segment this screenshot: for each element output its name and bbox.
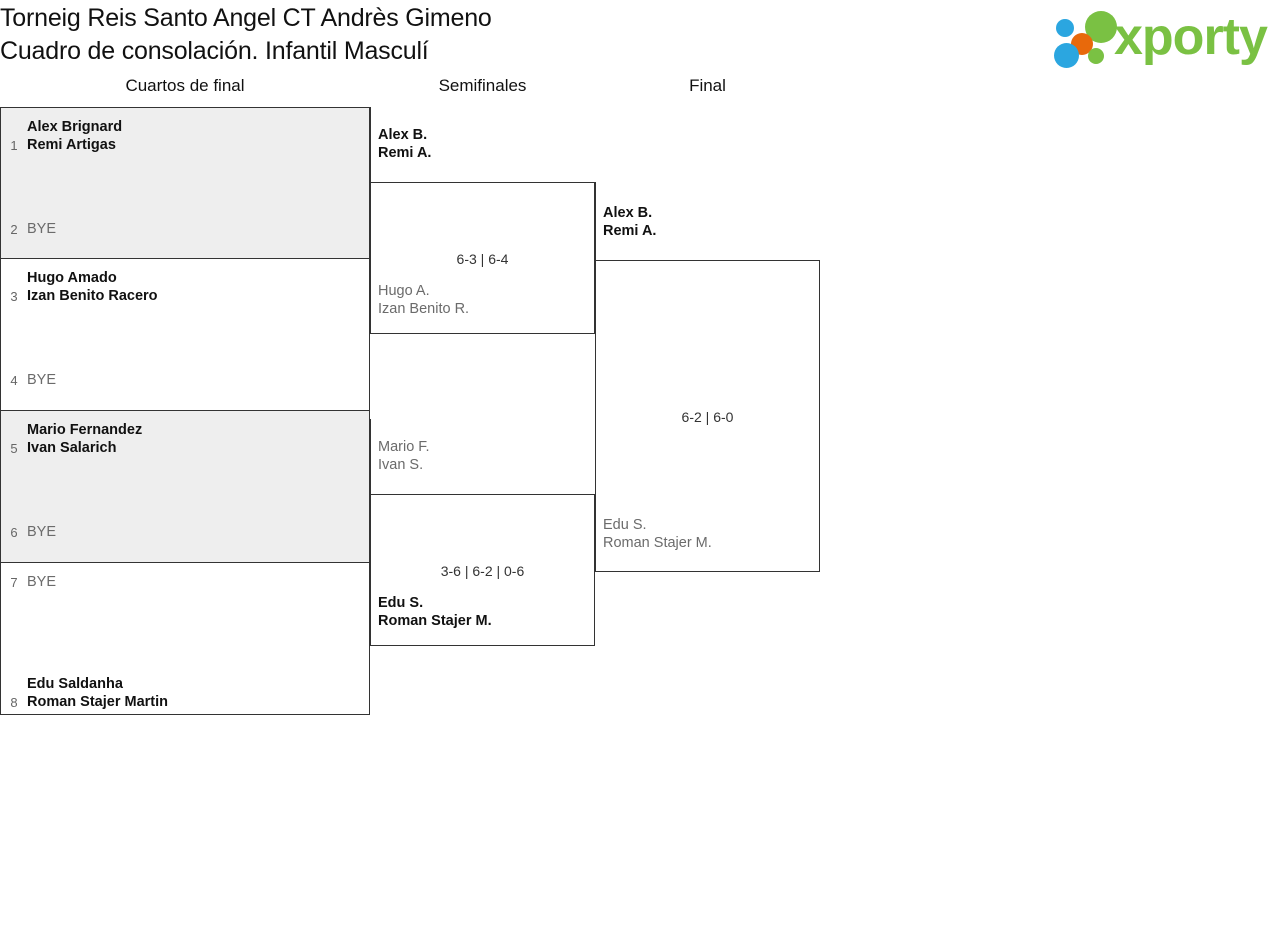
bracket-slot[interactable]: Edu S. Roman Stajer M. [378,594,492,630]
seed-number: 2 [10,222,18,237]
participant-name: Alex B. [378,127,428,143]
seed-number: 7 [10,575,18,590]
participant-name: Izan Benito R. [378,301,470,317]
page-title: Torneig Reis Santo Angel CT Andrès Gimen… [0,2,492,68]
participant-names: Alex B. Remi A. [378,126,431,162]
participant-names: Edu S. Roman Stajer M. [378,594,492,630]
xporty-logo[interactable]: xporty [1048,6,1274,68]
participant-name: Ivan S. [378,457,424,473]
participant-name: Remi A. [603,223,657,239]
seed-number: 5 [10,441,18,456]
participant-name: Alex Brignard [27,119,123,135]
participant-name: Izan Benito Racero [27,288,158,304]
participant-name: Roman Stajer Martin [27,694,168,710]
logo-dot-blue-small-icon [1056,19,1074,37]
logo-dot-blue-large-icon [1054,43,1079,68]
bracket-slot[interactable]: Edu S. Roman Stajer M. [603,516,712,552]
tournament-name: Torneig Reis Santo Angel CT Andrès Gimen… [0,4,492,32]
participant-name: Roman Stajer M. [603,535,712,551]
semifinal-match[interactable]: 6-3 | 6-4 [370,182,595,334]
participant-name: Alex B. [603,205,653,221]
match-score: 3-6 | 6-2 | 0-6 [440,563,525,579]
bracket-connector [370,419,371,495]
logo-dots-icon [1054,10,1120,68]
final-match[interactable]: 6-2 | 6-0 [595,260,820,572]
page-header: Torneig Reis Santo Angel CT Andrès Gimen… [0,0,1280,75]
bracket-slot[interactable]: 2 BYE [1,220,369,238]
participant-names: Mario F. Ivan S. [378,438,430,474]
participant-name: Remi Artigas [27,137,116,153]
participant-names: Edu S. Roman Stajer M. [603,516,712,552]
seed-number: 8 [10,695,18,710]
seed-number: 3 [10,289,18,304]
semifinal-match[interactable]: 3-6 | 6-2 | 0-6 [370,494,595,646]
participant-name: Remi A. [378,145,432,161]
bracket-slot[interactable]: Alex B. Remi A. [603,204,656,240]
bracket-slot[interactable]: Mario F. Ivan S. [378,438,430,474]
participant-name: Ivan Salarich [27,440,117,456]
logo-dot-green-small-icon [1088,48,1104,64]
bracket-slot[interactable]: 6 BYE [1,523,369,541]
participant-name: Edu S. [378,595,424,611]
bracket-slot[interactable]: 4 BYE [1,371,369,389]
bye-label: BYE [27,524,57,540]
bye-label: BYE [27,221,57,237]
participant-name: Mario F. [378,439,430,455]
bracket-connector [370,107,371,183]
bracket-slot[interactable]: 7 BYE [1,573,369,591]
round-header-semifinals: Semifinales [438,76,527,95]
participant-name: Hugo A. [378,283,430,299]
match-score: 6-3 | 6-4 [456,251,509,267]
draw-subtitle: Cuadro de consolación. Infantil Masculí [0,37,429,65]
logo-wordmark: xporty [1114,8,1268,66]
participant-name: Mario Fernandez [27,422,143,438]
bye-label: BYE [27,574,57,590]
participant-name: Edu S. [603,517,647,533]
seed-number: 4 [10,373,18,388]
bracket-slot[interactable]: Alex B. Remi A. [378,126,431,162]
seed-number: 1 [10,138,18,153]
round-header-row: Cuartos de final Semifinales Final [0,75,1280,107]
participant-name: Hugo Amado [27,270,117,286]
round-header-quarterfinals: Cuartos de final [125,76,245,95]
bye-label: BYE [27,372,57,388]
participant-name: Roman Stajer M. [378,613,492,629]
participant-names: Alex B. Remi A. [603,204,656,240]
bracket-connector [595,182,596,261]
participant-name: Edu Saldanha [27,676,123,692]
round-header-final: Final [689,76,726,95]
seed-number: 6 [10,525,18,540]
bracket-slot[interactable]: Hugo A. Izan Benito R. [378,282,469,318]
participant-names: Hugo A. Izan Benito R. [378,282,469,318]
match-score: 6-2 | 6-0 [681,409,734,425]
